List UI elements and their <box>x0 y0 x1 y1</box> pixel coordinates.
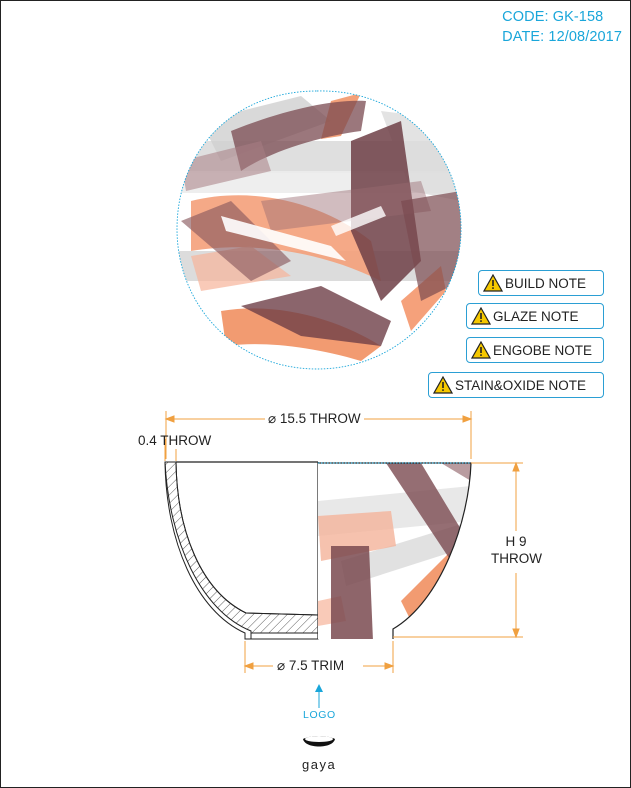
logo-label: LOGO <box>303 709 336 721</box>
glaze-pattern-top <box>177 90 462 370</box>
dimension-lines <box>164 411 523 673</box>
top-diameter-label: ⌀ 15.5 THROW <box>265 411 364 427</box>
glaze-note-label: GLAZE NOTE <box>493 308 579 324</box>
glaze-pattern-side <box>318 463 471 639</box>
bowl-outline-right <box>318 462 472 639</box>
warning-icon <box>471 307 491 325</box>
product-code: CODE: GK-158 <box>502 9 604 25</box>
brand-logo-icon <box>303 736 335 747</box>
top-view-outline <box>176 90 462 370</box>
build-note-button[interactable]: BUILD NOTE <box>478 270 604 296</box>
glaze-note-button[interactable]: GLAZE NOTE <box>466 303 604 329</box>
logo-arrow <box>315 684 323 708</box>
warning-icon <box>433 376 453 394</box>
drawing-date: DATE: 12/08/2017 <box>502 29 622 45</box>
stain-oxide-note-button[interactable]: STAIN&OXIDE NOTE <box>428 372 604 398</box>
height-label-line1: H 9 <box>505 534 527 549</box>
build-note-label: BUILD NOTE <box>505 275 587 291</box>
stain-oxide-note-label: STAIN&OXIDE NOTE <box>455 377 587 393</box>
engobe-note-label: ENGOBE NOTE <box>493 342 593 358</box>
wall-thickness-label: 0.4 THROW <box>138 433 212 448</box>
side-section <box>164 461 319 640</box>
header-info: CODE: GK-158 DATE: 12/08/2017 <box>502 7 622 47</box>
height-label-line2: THROW <box>491 551 542 566</box>
engobe-note-button[interactable]: ENGOBE NOTE <box>466 337 604 363</box>
brand-name: gaya <box>302 757 337 772</box>
warning-icon <box>471 341 491 359</box>
warning-icon <box>483 274 503 292</box>
foot-diameter-label: ⌀ 7.5 TRIM <box>277 658 345 673</box>
